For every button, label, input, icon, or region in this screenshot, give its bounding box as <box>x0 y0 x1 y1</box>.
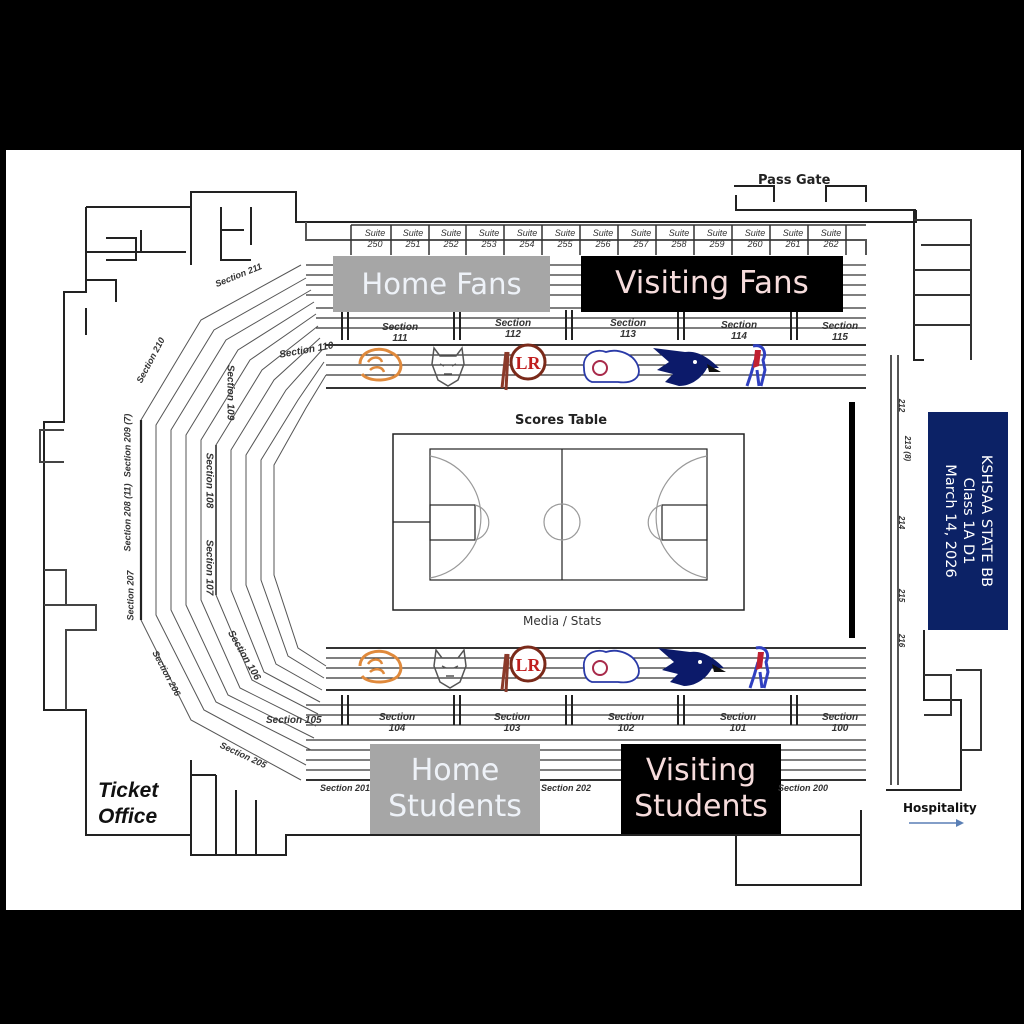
suite-walls <box>350 224 866 255</box>
tiger-logo-south <box>354 646 410 690</box>
media-stats-label: Media / Stats <box>523 614 602 628</box>
lr-logo-south: LR <box>490 640 552 700</box>
bird-icon <box>653 348 721 386</box>
section-105: Section 105 <box>266 715 322 726</box>
wolf-icon <box>433 648 467 689</box>
event-banner: KSHSAA STATE BB Class 1A D1 March 14, 20… <box>928 412 1008 630</box>
section-214: 214 <box>897 515 907 530</box>
tiger-logo-north <box>354 344 410 388</box>
hospitality-label: Hospitality <box>903 801 977 815</box>
section-107: Section 107 <box>203 539 215 596</box>
wolf-logo-south <box>428 644 478 692</box>
aisles <box>341 310 798 725</box>
home-students-zone: Home Students <box>370 744 540 834</box>
event-title: KSHSAA STATE BB <box>978 454 994 588</box>
mustang-icon <box>748 646 770 689</box>
mustang-icon <box>745 344 767 387</box>
bulldog-icon <box>583 349 640 384</box>
svg-text:LR: LR <box>515 655 541 675</box>
scores-table-label: Scores Table <box>515 413 608 428</box>
hospitality-arrow <box>909 819 964 827</box>
mustang-logo-south <box>742 644 782 692</box>
home-fans-zone: Home Fans <box>333 256 550 312</box>
bulldog-logo-north <box>578 344 648 388</box>
pass-gate-label: Pass Gate <box>758 173 831 188</box>
lr-logo-north: LR <box>490 338 552 398</box>
mustang-logo-north <box>739 342 779 390</box>
visiting-fans-zone: Visiting Fans <box>581 256 843 312</box>
bulldog-icon <box>583 649 640 684</box>
tiger-icon <box>358 649 403 684</box>
bird-icon <box>658 648 726 686</box>
wolf-logo-north <box>426 342 476 390</box>
section-109: Section 109 <box>224 364 236 421</box>
svg-text:LR: LR <box>515 353 541 373</box>
section-200: Section 200 <box>778 783 829 793</box>
event-class: Class 1A D1 <box>960 477 976 565</box>
basketball-court <box>392 433 745 611</box>
visiting-students-zone: Visiting Students <box>621 744 781 834</box>
lr-feather-icon: LR <box>500 343 547 391</box>
bluebird-logo-north <box>651 342 723 390</box>
section-208: Section 208 (11) <box>122 483 133 552</box>
west-seating-bowl <box>140 264 327 781</box>
section-216: 216 <box>897 633 907 648</box>
section-202: Section 202 <box>541 783 592 793</box>
event-banner-text: KSHSAA STATE BB Class 1A D1 March 14, 20… <box>941 455 995 587</box>
section-108: Section 108 <box>203 452 215 509</box>
event-date: March 14, 2026 <box>942 464 958 578</box>
bulldog-logo-south <box>578 644 648 688</box>
section-212: 212 <box>897 398 907 413</box>
section-201: Section 201 <box>320 783 371 793</box>
bluebird-logo-south <box>656 642 728 690</box>
lr-feather-icon: LR <box>500 645 547 693</box>
section-209: Section 209 (7) <box>122 413 133 478</box>
section-207: Section 207 <box>125 570 136 621</box>
tiger-icon <box>358 347 403 382</box>
west-seating-bowl-edge <box>139 420 217 620</box>
wolf-icon <box>431 346 465 387</box>
section-213: 213 (8) <box>903 435 913 462</box>
section-215: 215 <box>897 588 907 603</box>
